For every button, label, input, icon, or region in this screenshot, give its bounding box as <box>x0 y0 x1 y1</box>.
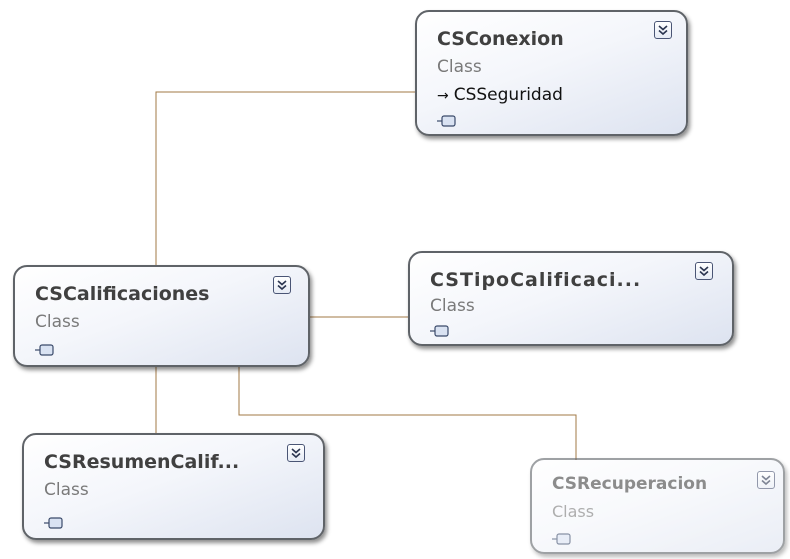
class-name: CSConexion <box>437 28 564 50</box>
collapse-toggle-icon[interactable] <box>654 21 672 39</box>
class-shape-icon <box>437 115 456 127</box>
class-box-csresumencalif[interactable]: CSResumenCalif... Class <box>22 433 325 540</box>
association-calificaciones-conexion <box>155 91 416 267</box>
class-kind-label: Class <box>430 296 475 316</box>
base-class-link[interactable]: →CSSeguridad <box>437 85 563 105</box>
inheritance-arrow-icon: → <box>437 88 449 104</box>
class-name: CSTipoCalificaci... <box>430 269 642 291</box>
class-box-csconexion[interactable]: CSConexion Class →CSSeguridad <box>415 10 688 136</box>
class-shape-icon <box>430 325 449 337</box>
class-shape-icon <box>552 533 571 545</box>
class-name: CSRecuperacion <box>552 474 708 494</box>
class-name: CSResumenCalif... <box>44 451 240 473</box>
collapse-toggle-icon[interactable] <box>287 444 305 462</box>
class-kind-label: Class <box>437 57 482 77</box>
class-box-csrecuperacion[interactable]: CSRecuperacion Class <box>530 458 785 554</box>
class-kind-label: Class <box>552 502 595 521</box>
association-calificaciones-recuperacion <box>238 366 577 460</box>
collapse-toggle-icon[interactable] <box>695 262 713 280</box>
collapse-toggle-icon[interactable] <box>273 276 291 294</box>
class-box-cstipocalificacion[interactable]: CSTipoCalificaci... Class <box>408 251 734 346</box>
class-name: CSCalificaciones <box>35 283 210 305</box>
class-box-cscalificaciones[interactable]: CSCalificaciones Class <box>13 265 310 367</box>
class-shape-icon <box>44 517 63 529</box>
class-kind-label: Class <box>44 480 89 500</box>
class-shape-icon <box>35 344 54 356</box>
collapse-toggle-icon[interactable] <box>757 471 775 489</box>
member-label: CSSeguridad <box>453 85 563 105</box>
class-kind-label: Class <box>35 312 80 332</box>
